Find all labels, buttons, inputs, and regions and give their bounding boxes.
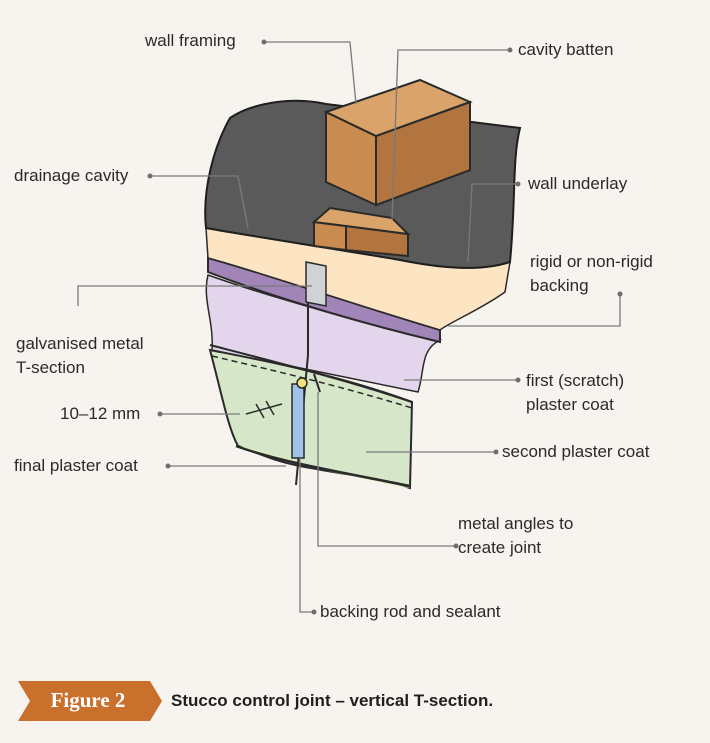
cavity-batten-top <box>311 206 411 236</box>
label-galvanised-line1: galvanised metal <box>16 334 144 353</box>
label-galvanised-line2: T-section <box>16 358 85 377</box>
label-metal-angles: metal angles to create joint <box>458 512 573 560</box>
second-coat-face-line <box>211 355 413 409</box>
first-coat-face-line <box>209 344 413 403</box>
label-backing-rod-sealant: backing rod and sealant <box>320 602 501 621</box>
label-angles-line2: create joint <box>458 538 542 557</box>
gap-dimension-mark <box>245 403 283 415</box>
label-rigid-backing-line1: rigid or non-rigid <box>530 252 653 271</box>
backing-rod <box>296 377 308 389</box>
label-second-plaster-coat: second plaster coat <box>502 442 650 461</box>
label-cavity-batten: cavity batten <box>518 40 614 59</box>
label-angles-line1: metal angles to <box>458 514 574 533</box>
label-wall-underlay: wall underlay <box>528 174 628 193</box>
label-first-coat-line2: plaster coat <box>526 395 614 414</box>
figure-caption: Stucco control joint – vertical T-sectio… <box>171 691 494 710</box>
label-gap-dimension: 10–12 mm <box>60 404 141 423</box>
final-coat-tint <box>240 446 410 488</box>
sealant-strip <box>291 383 305 459</box>
label-galvanised-t-section: galvanised metal T-section <box>16 332 144 380</box>
label-drainage-cavity: drainage cavity <box>14 166 129 185</box>
label-rigid-backing: rigid or non-rigid backing <box>530 250 653 298</box>
figure-badge-label: Figure 2 <box>50 688 126 712</box>
figure-badge-shape <box>18 681 162 721</box>
wall-framing-top <box>323 78 473 138</box>
leader-lines <box>77 41 621 613</box>
final-coat-face-line <box>235 444 411 488</box>
leader-dots <box>147 39 623 615</box>
metal-angle <box>313 373 321 393</box>
label-final-plaster-coat: final plaster coat <box>14 456 138 475</box>
label-wall-framing: wall framing <box>145 31 236 50</box>
label-first-coat-line1: first (scratch) <box>526 371 625 390</box>
gap-dimension-tick-1 <box>255 403 265 419</box>
label-rigid-backing-line2: backing <box>530 276 589 295</box>
gap-dimension-tick-2 <box>265 400 275 416</box>
t-section-web <box>305 261 327 307</box>
label-first-scratch-coat: first (scratch) plaster coat <box>526 369 624 417</box>
